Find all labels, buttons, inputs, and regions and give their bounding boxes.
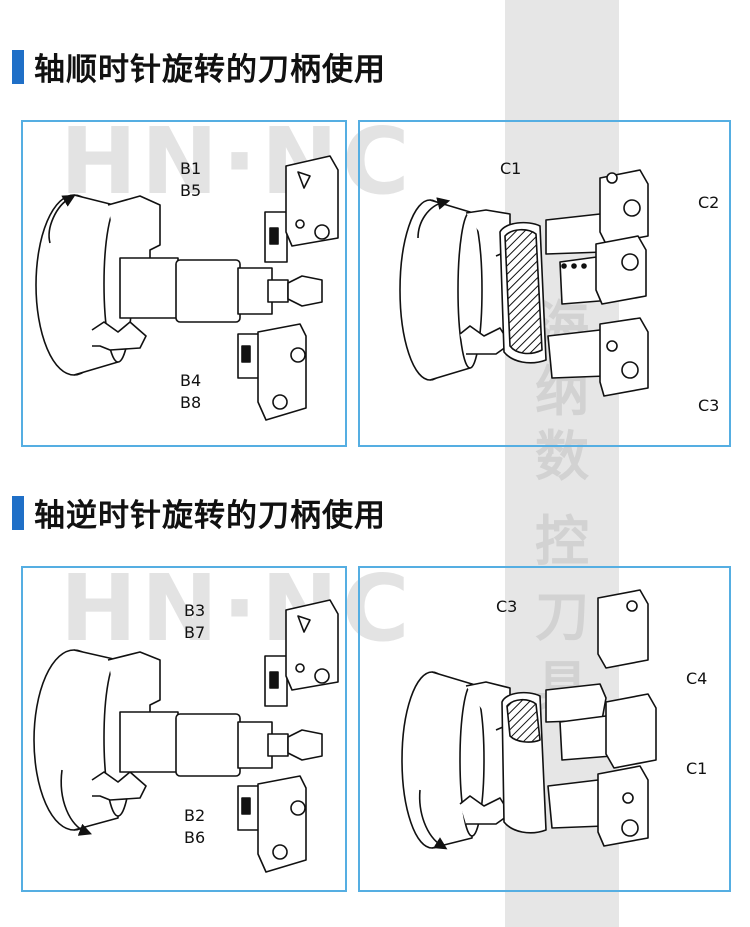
lathe-chuck-c-counterclockwise: [401, 589, 657, 850]
tool-label: B7: [184, 623, 206, 642]
tool-label: C4: [686, 669, 708, 688]
watermark-logo-bottom: HN·NC: [60, 555, 414, 662]
lathe-chuck-b-counterclockwise: [33, 599, 339, 873]
tool-label: B5: [180, 181, 202, 200]
section-title: 轴顺时针旋转的刀柄使用: [34, 52, 386, 88]
tool-label: C2: [698, 193, 720, 212]
tool-label: B1: [180, 159, 202, 178]
watermark-char: 刀: [535, 585, 589, 648]
tool-label: B8: [180, 393, 202, 412]
tool-label: B2: [184, 806, 206, 825]
heading-accent-bar: [12, 495, 24, 530]
diagram-panel-ccw-right: [358, 566, 731, 892]
diagram-panel-cw-left: [21, 120, 347, 447]
heading-accent-bar: [12, 49, 24, 84]
watermark-logo-top: HN·NC: [60, 108, 414, 215]
diagram-panel-ccw-left: [21, 566, 347, 892]
tool-label: B4: [180, 371, 202, 390]
tool-label: B6: [184, 828, 206, 847]
tool-label: C1: [500, 159, 522, 178]
tool-label: C3: [698, 396, 720, 415]
diagram-panel-cw-right: [358, 120, 731, 447]
section-title: 轴逆时针旋转的刀柄使用: [34, 498, 386, 534]
watermark-char: 控: [535, 510, 589, 573]
watermark-char: 数: [535, 425, 589, 488]
tool-label: C1: [686, 759, 708, 778]
section-heading-clockwise: 轴顺时针旋转的刀柄使用: [12, 44, 386, 89]
tool-label: B3: [184, 601, 206, 620]
tool-label: C3: [496, 597, 518, 616]
lathe-chuck-c-clockwise: [399, 169, 649, 397]
lathe-chuck-b-clockwise: [35, 155, 339, 421]
section-heading-counterclockwise: 轴逆时针旋转的刀柄使用: [12, 490, 386, 535]
